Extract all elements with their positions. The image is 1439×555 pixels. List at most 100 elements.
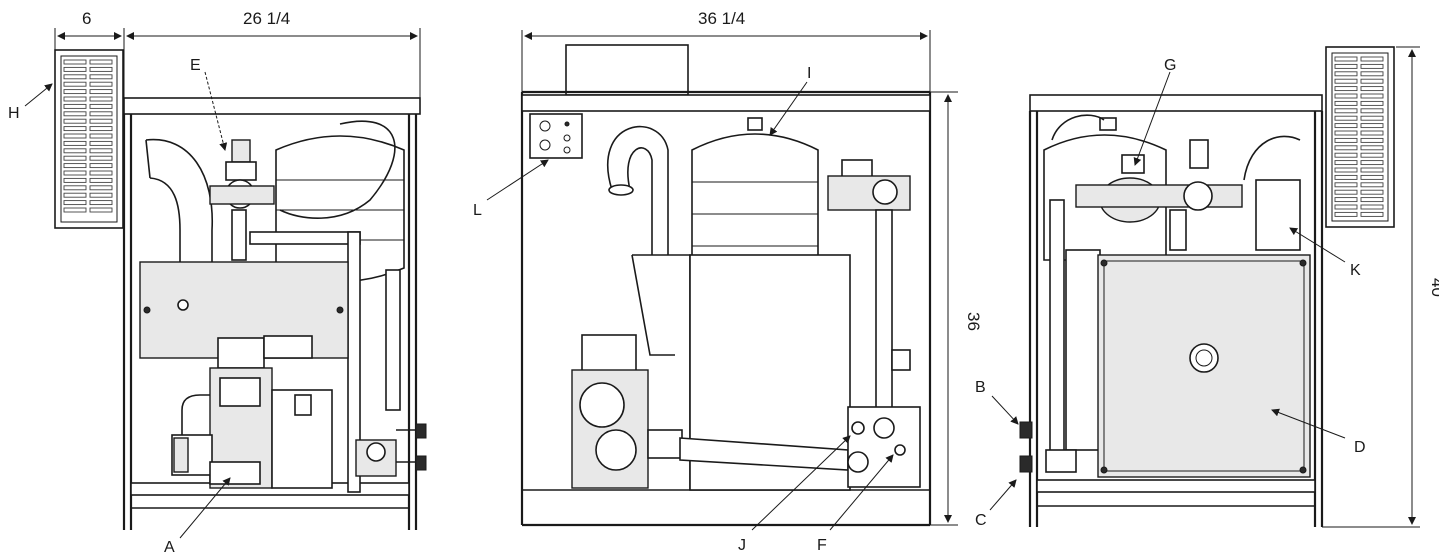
grille-slot	[89, 163, 113, 169]
center-top-panel	[521, 94, 931, 112]
svg-text:A: A	[164, 539, 175, 555]
right-side-view: 40	[1019, 46, 1439, 528]
grille-slot	[1360, 197, 1384, 203]
left-top-panel	[123, 97, 421, 115]
grille-slot	[1360, 145, 1384, 151]
grille-slot	[89, 74, 113, 80]
flue-grille	[54, 49, 124, 229]
grille-slot	[63, 155, 87, 161]
grille-slot	[1360, 100, 1384, 106]
grille-slot	[63, 148, 87, 154]
grille-slot	[63, 207, 87, 213]
right-flue-grille	[1325, 46, 1395, 228]
grille-slot	[63, 140, 87, 146]
grille-slot	[1334, 63, 1358, 69]
grille-slot	[1360, 160, 1384, 166]
grille-slot	[89, 200, 113, 206]
control-panel	[529, 113, 583, 159]
grille-slot	[1334, 71, 1358, 77]
grille-slot	[89, 207, 113, 213]
center-front-view: 36 1/4 36	[520, 9, 983, 527]
grille-slot	[89, 185, 113, 191]
grille-slot	[1360, 86, 1384, 92]
grille-slot	[89, 126, 113, 132]
callout-i: I	[769, 65, 811, 136]
grille-slot	[1360, 182, 1384, 188]
grille-slot	[1334, 174, 1358, 180]
callout-a: A	[164, 477, 231, 555]
callout-c: C	[975, 479, 1017, 529]
callout-g: G	[1133, 57, 1176, 166]
grille-slot	[1360, 137, 1384, 143]
grille-slot	[63, 185, 87, 191]
grille-slot	[89, 177, 113, 183]
right-base	[1036, 479, 1316, 493]
svg-text:B: B	[975, 379, 986, 396]
grille-slot	[1334, 197, 1358, 203]
grille-slot	[89, 96, 113, 102]
grille-slot	[89, 192, 113, 198]
grille-slot	[63, 103, 87, 109]
grille-slot	[1360, 93, 1384, 99]
dim-left-width: 26 1/4	[243, 9, 290, 28]
grille-slot	[89, 118, 113, 124]
callout-l: L	[473, 159, 549, 219]
grille-slot	[1334, 211, 1358, 217]
left-side-view: 6 26 1/4	[54, 9, 427, 530]
grille-slot	[89, 155, 113, 161]
svg-text:I: I	[807, 65, 811, 82]
callout-k: K	[1289, 227, 1361, 279]
grille-slot	[63, 66, 87, 72]
grille-slot	[63, 133, 87, 139]
dim-right-height: 40	[1428, 278, 1439, 297]
callout-e: E	[190, 57, 228, 151]
callout-d: D	[1271, 408, 1366, 456]
grille-slot	[1360, 71, 1384, 77]
grille-slot	[63, 59, 87, 65]
grille-slot	[1360, 189, 1384, 195]
right-top-panel	[1029, 94, 1323, 112]
grille-slot	[1334, 204, 1358, 210]
svg-text:C: C	[975, 512, 987, 529]
grille-slot	[1334, 145, 1358, 151]
grille-slot	[1360, 204, 1384, 210]
grille-slot	[1334, 160, 1358, 166]
grille-slot	[63, 118, 87, 124]
grille-slot	[63, 192, 87, 198]
grille-slot	[1334, 56, 1358, 62]
grille-slot	[89, 59, 113, 65]
grille-slot	[1334, 100, 1358, 106]
grille-slot	[63, 74, 87, 80]
right-dimension-lines	[1322, 46, 1420, 528]
grille-slot	[63, 89, 87, 95]
grille-slot	[1334, 86, 1358, 92]
grille-slot	[89, 140, 113, 146]
grille-slot	[89, 133, 113, 139]
svg-text:F: F	[817, 537, 827, 554]
svg-text:G: G	[1164, 57, 1176, 74]
grille-slot	[63, 177, 87, 183]
left-dimension-lines	[54, 28, 421, 100]
grille-slot	[63, 200, 87, 206]
grille-slot	[1360, 130, 1384, 136]
grille-slot	[63, 111, 87, 117]
grille-slot	[63, 126, 87, 132]
grille-slot	[89, 81, 113, 87]
grille-slot	[1334, 182, 1358, 188]
grille-slot	[1334, 130, 1358, 136]
callout-h: H	[8, 83, 53, 122]
grille-slot	[1360, 123, 1384, 129]
grille-slot	[89, 170, 113, 176]
grille-slot	[1334, 152, 1358, 158]
grille-slot	[1360, 167, 1384, 173]
grille-slot	[63, 96, 87, 102]
dim-center-width: 36 1/4	[698, 9, 745, 28]
grille-slot	[1334, 115, 1358, 121]
grille-slot	[89, 103, 113, 109]
grille-slot	[63, 81, 87, 87]
svg-text:E: E	[190, 57, 201, 74]
grille-slot	[63, 163, 87, 169]
callout-j: J	[738, 435, 851, 554]
grille-slot	[89, 66, 113, 72]
grille-slot	[1334, 167, 1358, 173]
